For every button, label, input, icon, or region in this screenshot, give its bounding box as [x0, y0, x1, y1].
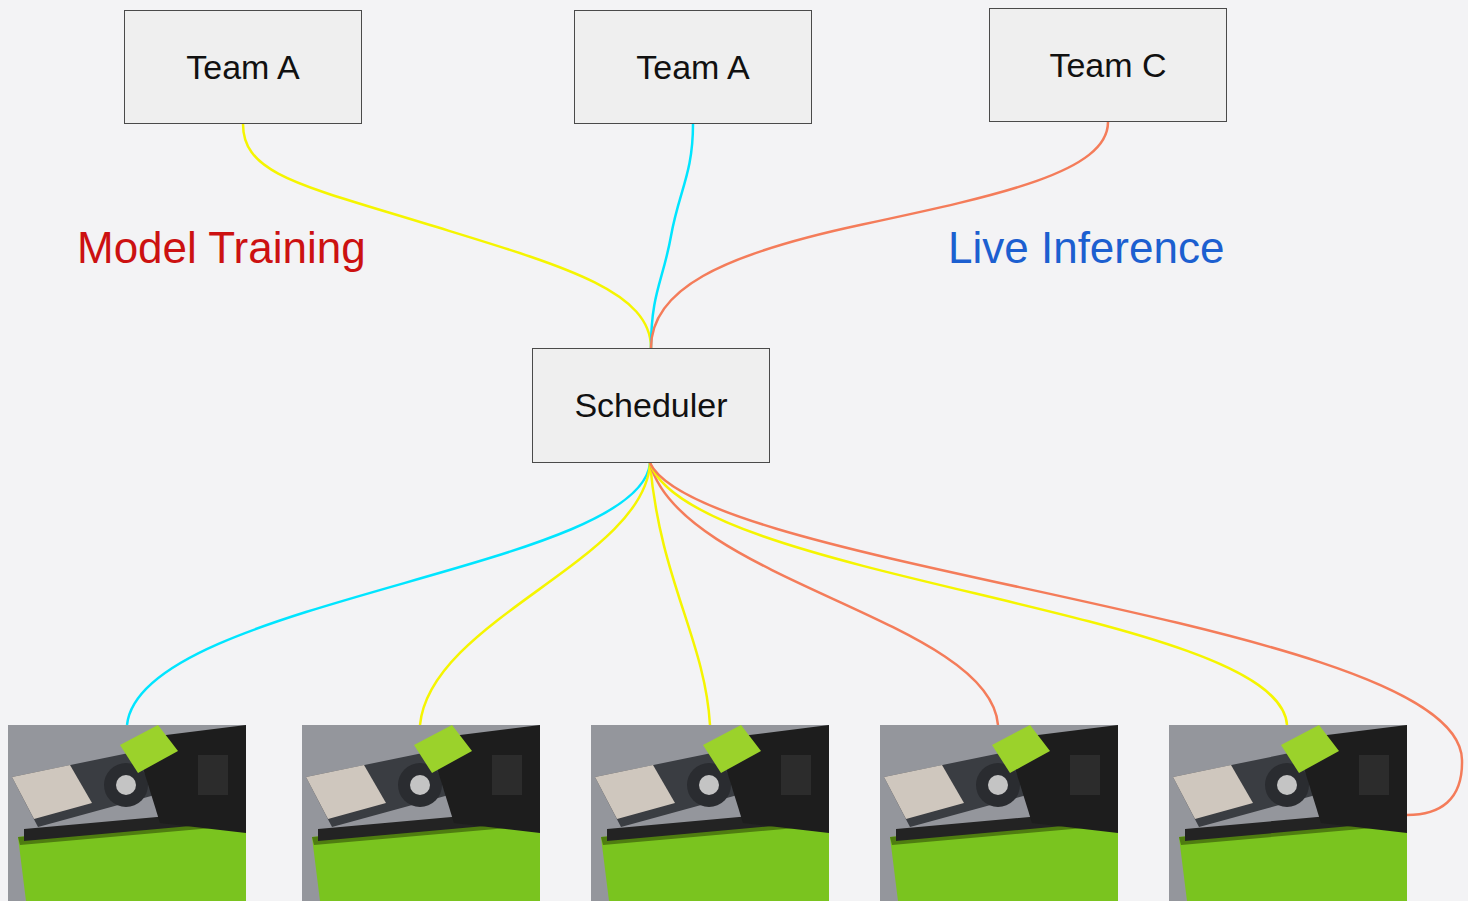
gpu-photo — [302, 725, 540, 901]
box-label: Team A — [636, 48, 749, 87]
gpu-photo — [8, 725, 246, 901]
gpu-wire — [650, 463, 1462, 815]
gpu-photo — [1169, 725, 1407, 901]
connector — [651, 124, 693, 348]
gpu-wire — [127, 463, 650, 725]
process-box: Team A — [124, 10, 362, 124]
flow-label: Live Inference — [944, 224, 1228, 272]
process-box: Team C — [989, 8, 1227, 122]
box-label: Team C — [1049, 46, 1166, 85]
gpu-photo — [591, 725, 829, 901]
process-box: Scheduler — [532, 348, 770, 463]
process-box: Team A — [574, 10, 812, 124]
box-label: Scheduler — [574, 386, 727, 425]
box-label: Team A — [186, 48, 299, 87]
gpu-photo — [880, 725, 1118, 901]
flow-label: Model Training — [73, 224, 370, 272]
gpu-wire — [420, 463, 650, 725]
gpu-wire — [650, 463, 1287, 725]
